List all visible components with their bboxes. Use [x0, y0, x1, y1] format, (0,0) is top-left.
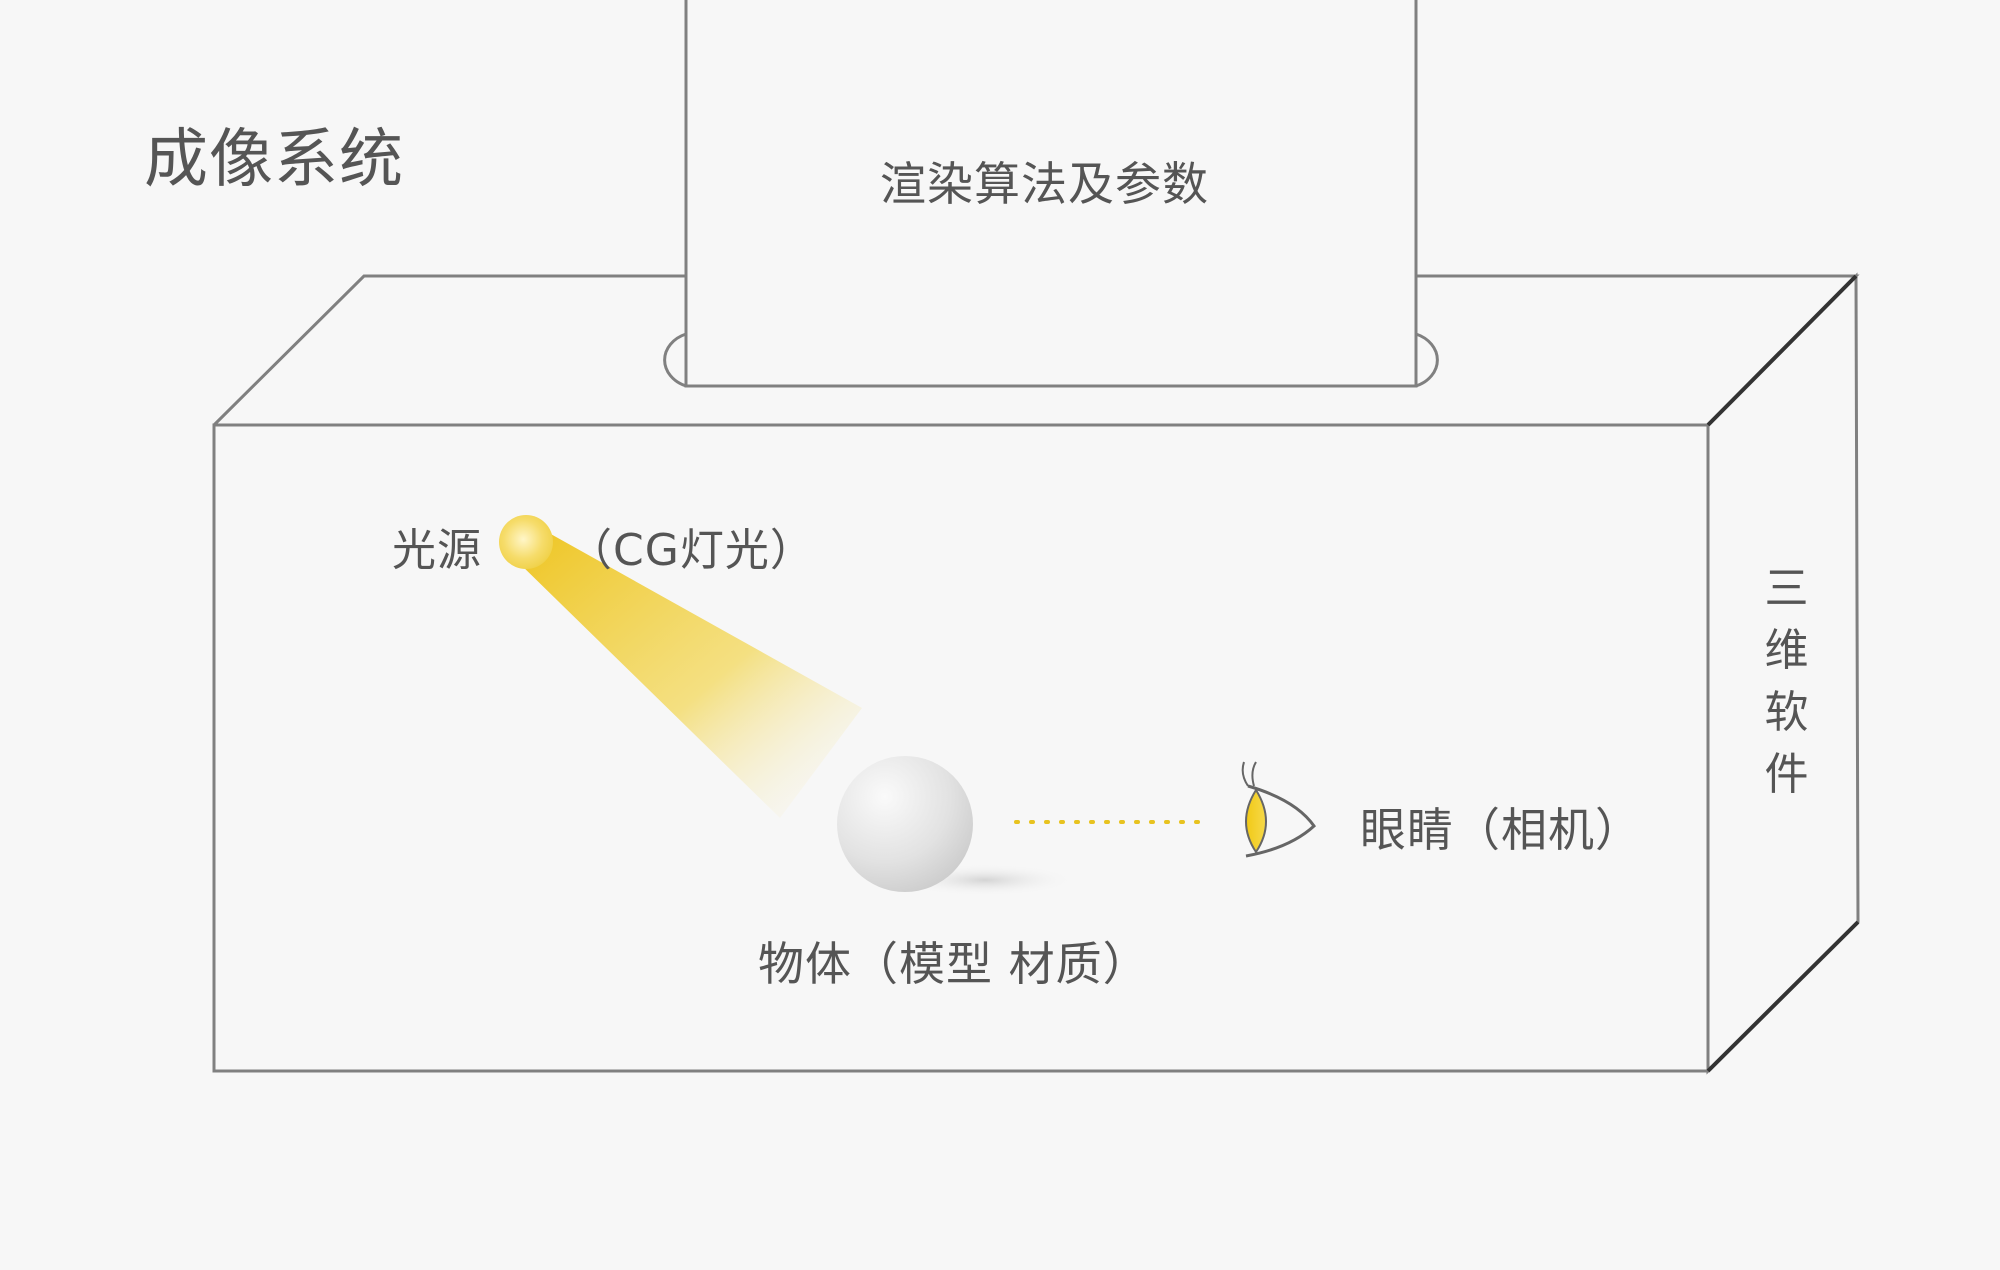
light-source-label: 光源 — [392, 525, 482, 576]
eye-icon — [1241, 761, 1316, 858]
eye-lens — [1245, 788, 1267, 854]
render-box-right-tab — [1415, 332, 1439, 388]
light-source-icon — [499, 515, 553, 569]
camera-label: 眼睛（相机） — [1360, 803, 1642, 857]
render-algorithm-label: 渲染算法及参数 — [880, 157, 1209, 211]
render-box-frame — [684, 0, 1418, 388]
system-box-top-face-right — [1416, 274, 1860, 427]
render-box — [663, 0, 1439, 388]
system-box-side-bottom-edge — [1706, 920, 1860, 1073]
page-title: 成像系统 — [144, 123, 404, 197]
system-box-side-edge — [1706, 274, 1858, 427]
object-label: 物体（模型 材质） — [758, 937, 1150, 991]
system-box — [212, 272, 1860, 1075]
sphere-icon — [837, 756, 973, 892]
software-side-label: 三维软件 — [1764, 563, 1810, 800]
cg-light-label: （CG灯光） — [568, 525, 815, 576]
eyelash-1 — [1241, 761, 1249, 787]
system-box-top-face — [212, 274, 686, 427]
eyelash-2 — [1251, 761, 1257, 787]
render-box-left-tab — [663, 332, 687, 388]
light-beam — [516, 528, 862, 818]
eye-lid — [1245, 784, 1316, 858]
